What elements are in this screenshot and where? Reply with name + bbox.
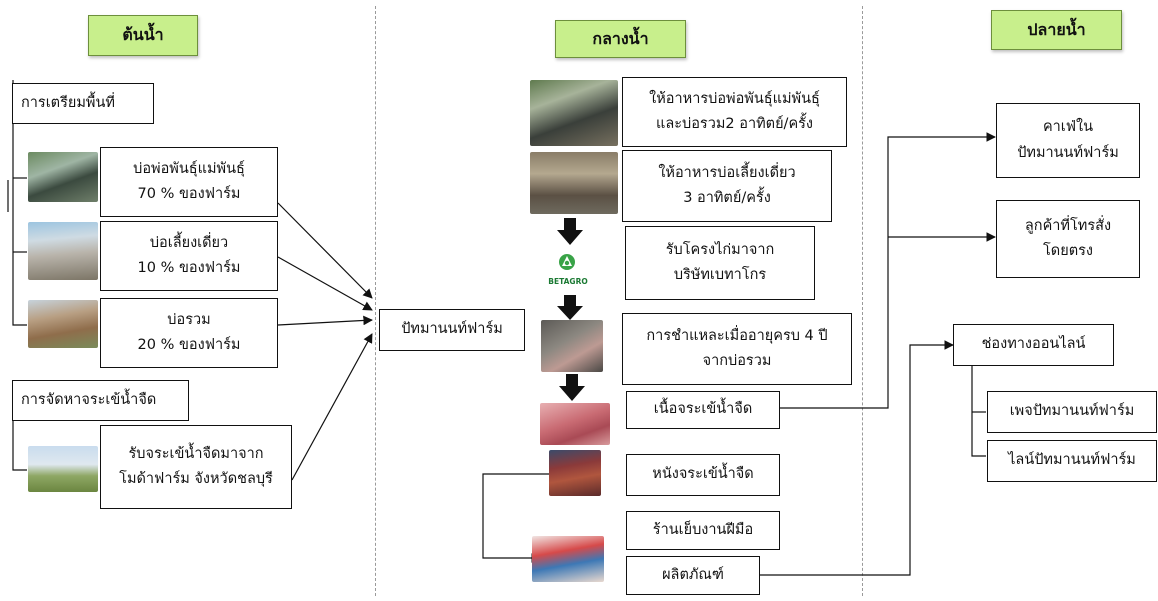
butcher-box: การชำแหละเมื่ออายุครบ 4 ปี จากบ่อรวม (622, 313, 852, 385)
skin-label: หนังจระเข้น้ำจืด (652, 466, 754, 483)
single-pond-line1: บ่อเลี้ยงเดี่ยว (149, 234, 229, 251)
single-pond-line2: 10 % ของฟาร์ม (137, 260, 241, 276)
column-divider-left (375, 6, 376, 596)
feeding-breeder-photo (530, 80, 618, 146)
skin-box: หนังจระเข้น้ำจืด (626, 454, 780, 496)
line-channel-box: ไลน์ปัทมานนท์ฟาร์ม (987, 440, 1157, 482)
feed-single-box: ให้อาหารบ่อเลี้ยงเดี่ยว 3 อาทิตย์/ครั้ง (622, 150, 832, 222)
connector-skin-products (482, 473, 550, 563)
breeder-pond-photo (28, 152, 98, 202)
connector-products-online (760, 340, 954, 576)
croc-skin-photo (549, 450, 601, 496)
croc-source-box: รับจระเข้น้ำจืดมาจาก โมด้าฟาร์ม จังหวัดช… (100, 425, 292, 509)
cafe-line2: ปัทมานนท์ฟาร์ม (1017, 144, 1119, 161)
feed-single-line2: 3 อาทิตย์/ครั้ง (683, 190, 771, 206)
direct-customer-box: ลูกค้าที่โทรสั่ง โดยตรง (996, 200, 1140, 278)
chicken-frame-line2: บริษัทเบทาโกร (673, 267, 767, 283)
single-pond-box: บ่อเลี้ยงเดี่ยว 10 % ของฟาร์ม (100, 221, 278, 291)
farm-center-label: ปัทมานนท์ฟาร์ม (401, 321, 503, 338)
croc-sourcing-box: การจัดหาจระเข้น้ำจืด (12, 380, 189, 421)
connector-meat-downstream (780, 132, 996, 409)
header-midstream: กลางน้ำ (555, 20, 686, 58)
feed-breeder-line2: และบ่อรวม2 อาทิตย์/ครั้ง (655, 116, 814, 132)
online-label: ช่องทางออนไลน์ (981, 336, 1086, 353)
down-arrow-icon (557, 295, 583, 320)
farm-center-box: ปัทมานนท์ฟาร์ม (379, 309, 525, 351)
products-photo (532, 536, 604, 582)
products-label: ผลิตภัณฑ์ (662, 566, 724, 583)
cafe-line1: คาเฟ่ใน (1042, 119, 1094, 136)
craft-shop-label: ร้านเย็บงานฝีมือ (652, 521, 754, 538)
direct-line2: โดยตรง (1043, 243, 1093, 259)
breeder-pond-line2: 70 % ของฟาร์ม (137, 186, 241, 202)
breeder-pond-box: บ่อพ่อพันธุ์แม่พันธุ์ 70 % ของฟาร์ม (100, 147, 278, 217)
common-pond-line1: บ่อรวม (167, 311, 211, 328)
feed-breeder-line1: ให้อาหารบ่อพ่อพันธุ์แม่พันธุ์ (649, 90, 820, 107)
arrow-breeder-center (277, 202, 373, 299)
chicken-frame-box: รับโครงไก่มาจาก บริษัทเบทาโกร (625, 226, 815, 300)
croc-source-line1: รับจระเข้น้ำจืดมาจาก (128, 445, 264, 462)
moda-farm-photo (28, 446, 98, 492)
betagro-logo-text: BETAGRO (548, 277, 588, 286)
feed-breeder-box: ให้อาหารบ่อพ่อพันธุ์แม่พันธุ์ และบ่อรวม2… (622, 77, 847, 147)
header-downstream: ปลายน้ำ (991, 10, 1122, 50)
single-pond-photo (28, 222, 98, 280)
area-prep-box: การเตรียมพื้นที่ (12, 83, 154, 124)
area-prep-label: การเตรียมพื้นที่ (21, 94, 115, 111)
butchering-photo (541, 320, 603, 372)
down-arrow-icon (557, 218, 583, 245)
meat-label: เนื้อจระเข้น้ำจืด (653, 401, 753, 418)
betagro-logo (559, 254, 575, 270)
craft-shop-box: ร้านเย็บงานฝีมือ (626, 511, 780, 550)
common-pond-box: บ่อรวม 20 % ของฟาร์ม (100, 298, 278, 368)
line-label: ไลน์ปัทมานนท์ฟาร์ม (1008, 452, 1136, 469)
breeder-pond-line1: บ่อพ่อพันธุ์แม่พันธุ์ (133, 160, 245, 177)
arrow-source-center (291, 333, 373, 481)
common-pond-line2: 20 % ของฟาร์ม (137, 337, 241, 353)
bracket-sourcing (12, 397, 27, 471)
products-box: ผลิตภัณฑ์ (626, 556, 760, 595)
feed-single-line1: ให้อาหารบ่อเลี้ยงเดี่ยว (658, 164, 796, 181)
butcher-line1: การชำแหละเมื่ออายุครบ 4 ปี (646, 327, 828, 344)
butcher-line2: จากบ่อรวม (702, 353, 772, 369)
feeding-single-photo (530, 152, 618, 214)
cafe-box: คาเฟ่ใน ปัทมานนท์ฟาร์ม (996, 103, 1140, 178)
facebook-label: เพจปัทมานนท์ฟาร์ม (1009, 403, 1135, 420)
facebook-page-box: เพจปัทมานนท์ฟาร์ม (987, 391, 1157, 433)
arrow-common-center (277, 315, 373, 326)
croc-meat-photo (540, 403, 610, 445)
meat-box: เนื้อจระเข้น้ำจืด (626, 391, 780, 429)
chicken-frame-line1: รับโครงไก่มาจาก (665, 241, 775, 258)
croc-sourcing-label: การจัดหาจระเข้น้ำจืด (21, 391, 157, 408)
header-upstream: ต้นน้ำ (88, 15, 198, 56)
croc-source-line2: โมด้าฟาร์ม จังหวัดชลบุรี (119, 471, 273, 487)
column-divider-right (862, 6, 863, 596)
arrow-single-center (277, 256, 373, 311)
common-pond-photo (28, 300, 98, 348)
bracket-area-prep (12, 80, 27, 326)
down-arrow-icon (559, 374, 585, 401)
direct-line1: ลูกค้าที่โทรสั่ง (1024, 217, 1112, 234)
online-channel-box: ช่องทางออนไลน์ (953, 324, 1114, 366)
